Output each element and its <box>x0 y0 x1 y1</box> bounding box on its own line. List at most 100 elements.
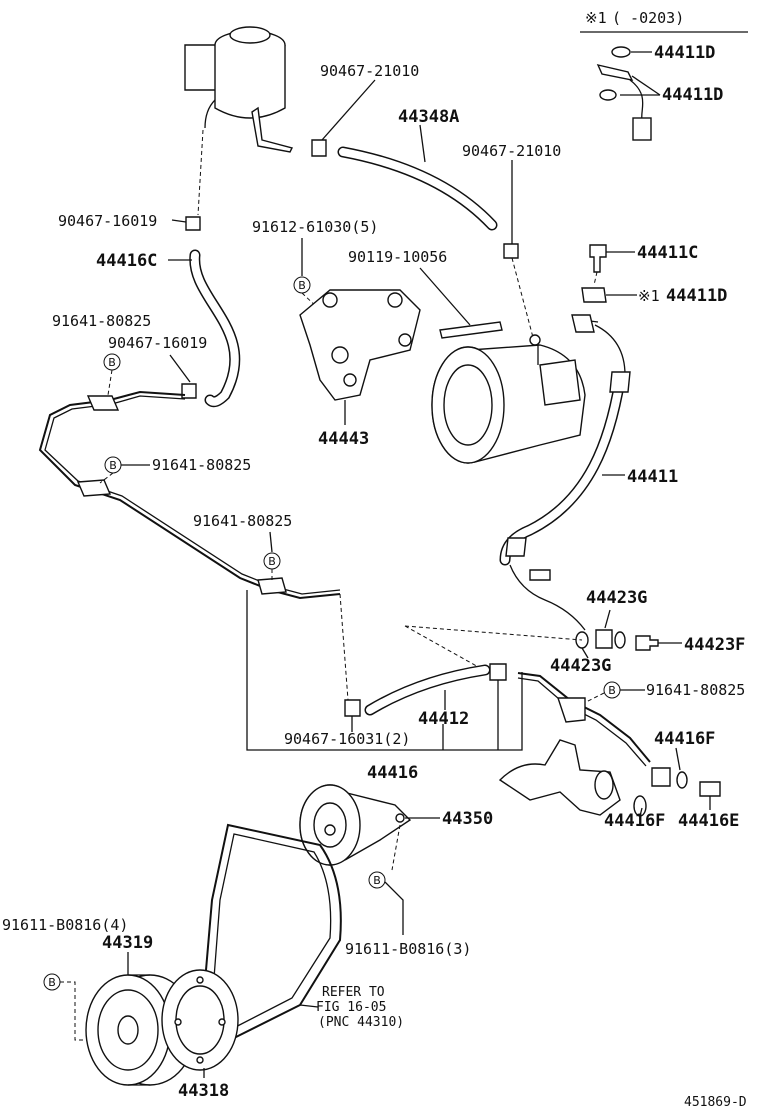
bubble-b-91611-3-text: B <box>373 874 381 887</box>
dash-44423-b <box>404 625 499 679</box>
bubble-b-91641-b-text: B <box>109 459 117 472</box>
leader-44423G-a <box>604 609 611 629</box>
gear-pipe-bracket <box>557 697 586 723</box>
refer-note-line2: FIG 16-05 <box>316 1000 386 1015</box>
leader-90467-16019-a <box>171 219 187 223</box>
label-90467-16019-b: 90467-16019 <box>108 334 207 352</box>
pressure-pipe-bracket <box>529 569 551 581</box>
steering-gear-part <box>498 739 647 817</box>
leader-44416F-a <box>675 747 681 771</box>
label-44443: 44443 <box>318 429 369 449</box>
dash-44423-a <box>404 625 583 641</box>
label-44350: 44350 <box>442 809 493 829</box>
diagram-id: 451869-D <box>684 1095 747 1110</box>
group-bracket-44416 <box>246 590 523 751</box>
label-44348A: 44348A <box>398 107 459 127</box>
pipe-clamp-a <box>86 395 120 411</box>
label-90467-16031: 90467-16031(2) <box>284 730 410 748</box>
reservoir-tank-part <box>184 26 294 153</box>
label-44319: 44319 <box>102 933 153 953</box>
label-90467-21010-a: 90467-21010 <box>320 62 419 80</box>
label-91641-80825-a: 91641-80825 <box>52 312 151 330</box>
label-44416F-b: 44416F <box>604 811 665 831</box>
bracket-44411D-part <box>596 63 634 81</box>
bolt-44416E-part <box>699 781 721 797</box>
dash-91641-a <box>107 369 113 396</box>
leader-91611-B0816-3 <box>384 881 404 935</box>
label-44411D-a: 44411D <box>654 43 715 63</box>
leader-44423G-b <box>581 647 589 659</box>
bubble-b-91641-a-text: B <box>108 356 116 369</box>
label-44416: 44416 <box>367 763 418 783</box>
label-90467-16019-a: 90467-16019 <box>58 212 157 230</box>
leader-44348A <box>419 124 426 163</box>
clamp-90467-16019-a-part <box>185 216 201 231</box>
clamp-90467-16019-b-part <box>181 383 197 399</box>
gasket-44411D-c-part <box>581 287 607 303</box>
label-44411: 44411 <box>627 467 678 487</box>
bubble-b-91612-text: B <box>298 279 306 292</box>
clamp-90467-16031-a-part <box>344 699 361 717</box>
leader-44411D-b2 <box>631 75 661 96</box>
label-91611-B0816-3: 91611-B0816(3) <box>345 940 471 958</box>
label-91612-61030: 91612-61030(5) <box>252 218 378 236</box>
bubble-b-91641-d-text: B <box>608 684 616 697</box>
leader-90467-16019-b <box>169 354 191 383</box>
refer-note-line3: (PNC 44310) <box>318 1015 404 1030</box>
idler-pulley-44350-part <box>299 784 412 866</box>
label-44423F: 44423F <box>684 635 745 655</box>
label-44416F-a: 44416F <box>654 729 715 749</box>
leader-44416F-b <box>639 807 643 817</box>
fitting-44423G-part <box>595 629 613 649</box>
hose-44411-crimp-bottom <box>505 537 527 557</box>
fitting-44416F-part <box>651 767 671 787</box>
pipe-clamp-b <box>76 479 112 497</box>
label-91641-80825-b: 91641-80825 <box>152 456 251 474</box>
leader-91641-80825-c <box>269 531 273 553</box>
dash-clamp-pump <box>511 257 536 346</box>
pump-part <box>431 334 586 464</box>
label-91641-80825-d: 91641-80825 <box>646 681 745 699</box>
bolt-44423F-part <box>635 635 659 651</box>
pipe-end-44411D <box>629 79 644 121</box>
label-91641-80825-c: 91641-80825 <box>193 512 292 530</box>
bolt-90119-10056-part <box>439 321 503 339</box>
bolt-44411C-part <box>589 244 607 273</box>
note-range: ( -0203) <box>612 9 684 27</box>
label-44416E: 44416E <box>678 811 739 831</box>
label-44318: 44318 <box>178 1081 229 1101</box>
note-symbol: ※1 <box>585 9 607 27</box>
hose-44348A-part <box>337 146 498 231</box>
dash-44411C <box>593 271 598 286</box>
label-90119-10056: 90119-10056 <box>348 248 447 266</box>
dash-44350 <box>391 824 401 871</box>
label-44416C: 44416C <box>96 251 157 271</box>
leader-90119-10056 <box>419 267 471 326</box>
clamp-90467-16031-b-part <box>489 663 507 681</box>
gear-return-pipe-part-2 <box>517 677 647 767</box>
label-44412: 44412 <box>418 709 469 729</box>
fitting-44411D-part <box>632 117 652 141</box>
washer2-44411D-part <box>599 89 617 101</box>
label-44411D-b: 44411D <box>662 85 723 105</box>
label-44411D-c-prefix: ※1 <box>638 287 660 305</box>
bracket-44443-part <box>299 289 421 401</box>
clamp-90467-21010-a-part <box>311 139 327 157</box>
dash-91641-b <box>99 472 114 484</box>
gasket-44423G-a-part <box>614 631 626 649</box>
leader-refer-note <box>299 1004 319 1008</box>
label-44423G-b: 44423G <box>550 656 611 676</box>
pipe-clamp-c <box>257 577 287 595</box>
label-44423G-a: 44423G <box>586 588 647 608</box>
label-90467-21010-b: 90467-21010 <box>462 142 561 160</box>
pressure-pipe-top <box>594 324 626 376</box>
leader-90467-21010-a <box>321 79 376 141</box>
dash-reservoir-clamp <box>197 129 204 216</box>
bubble-b-91611-3 <box>368 871 386 889</box>
bubble-b-91641-c-text: B <box>268 555 276 568</box>
plate-44318-part <box>161 969 239 1071</box>
pressure-pipe-bottom <box>509 564 586 631</box>
hose-44411-crimp-top <box>609 371 631 393</box>
gasket-44416F-a-part <box>676 771 688 789</box>
